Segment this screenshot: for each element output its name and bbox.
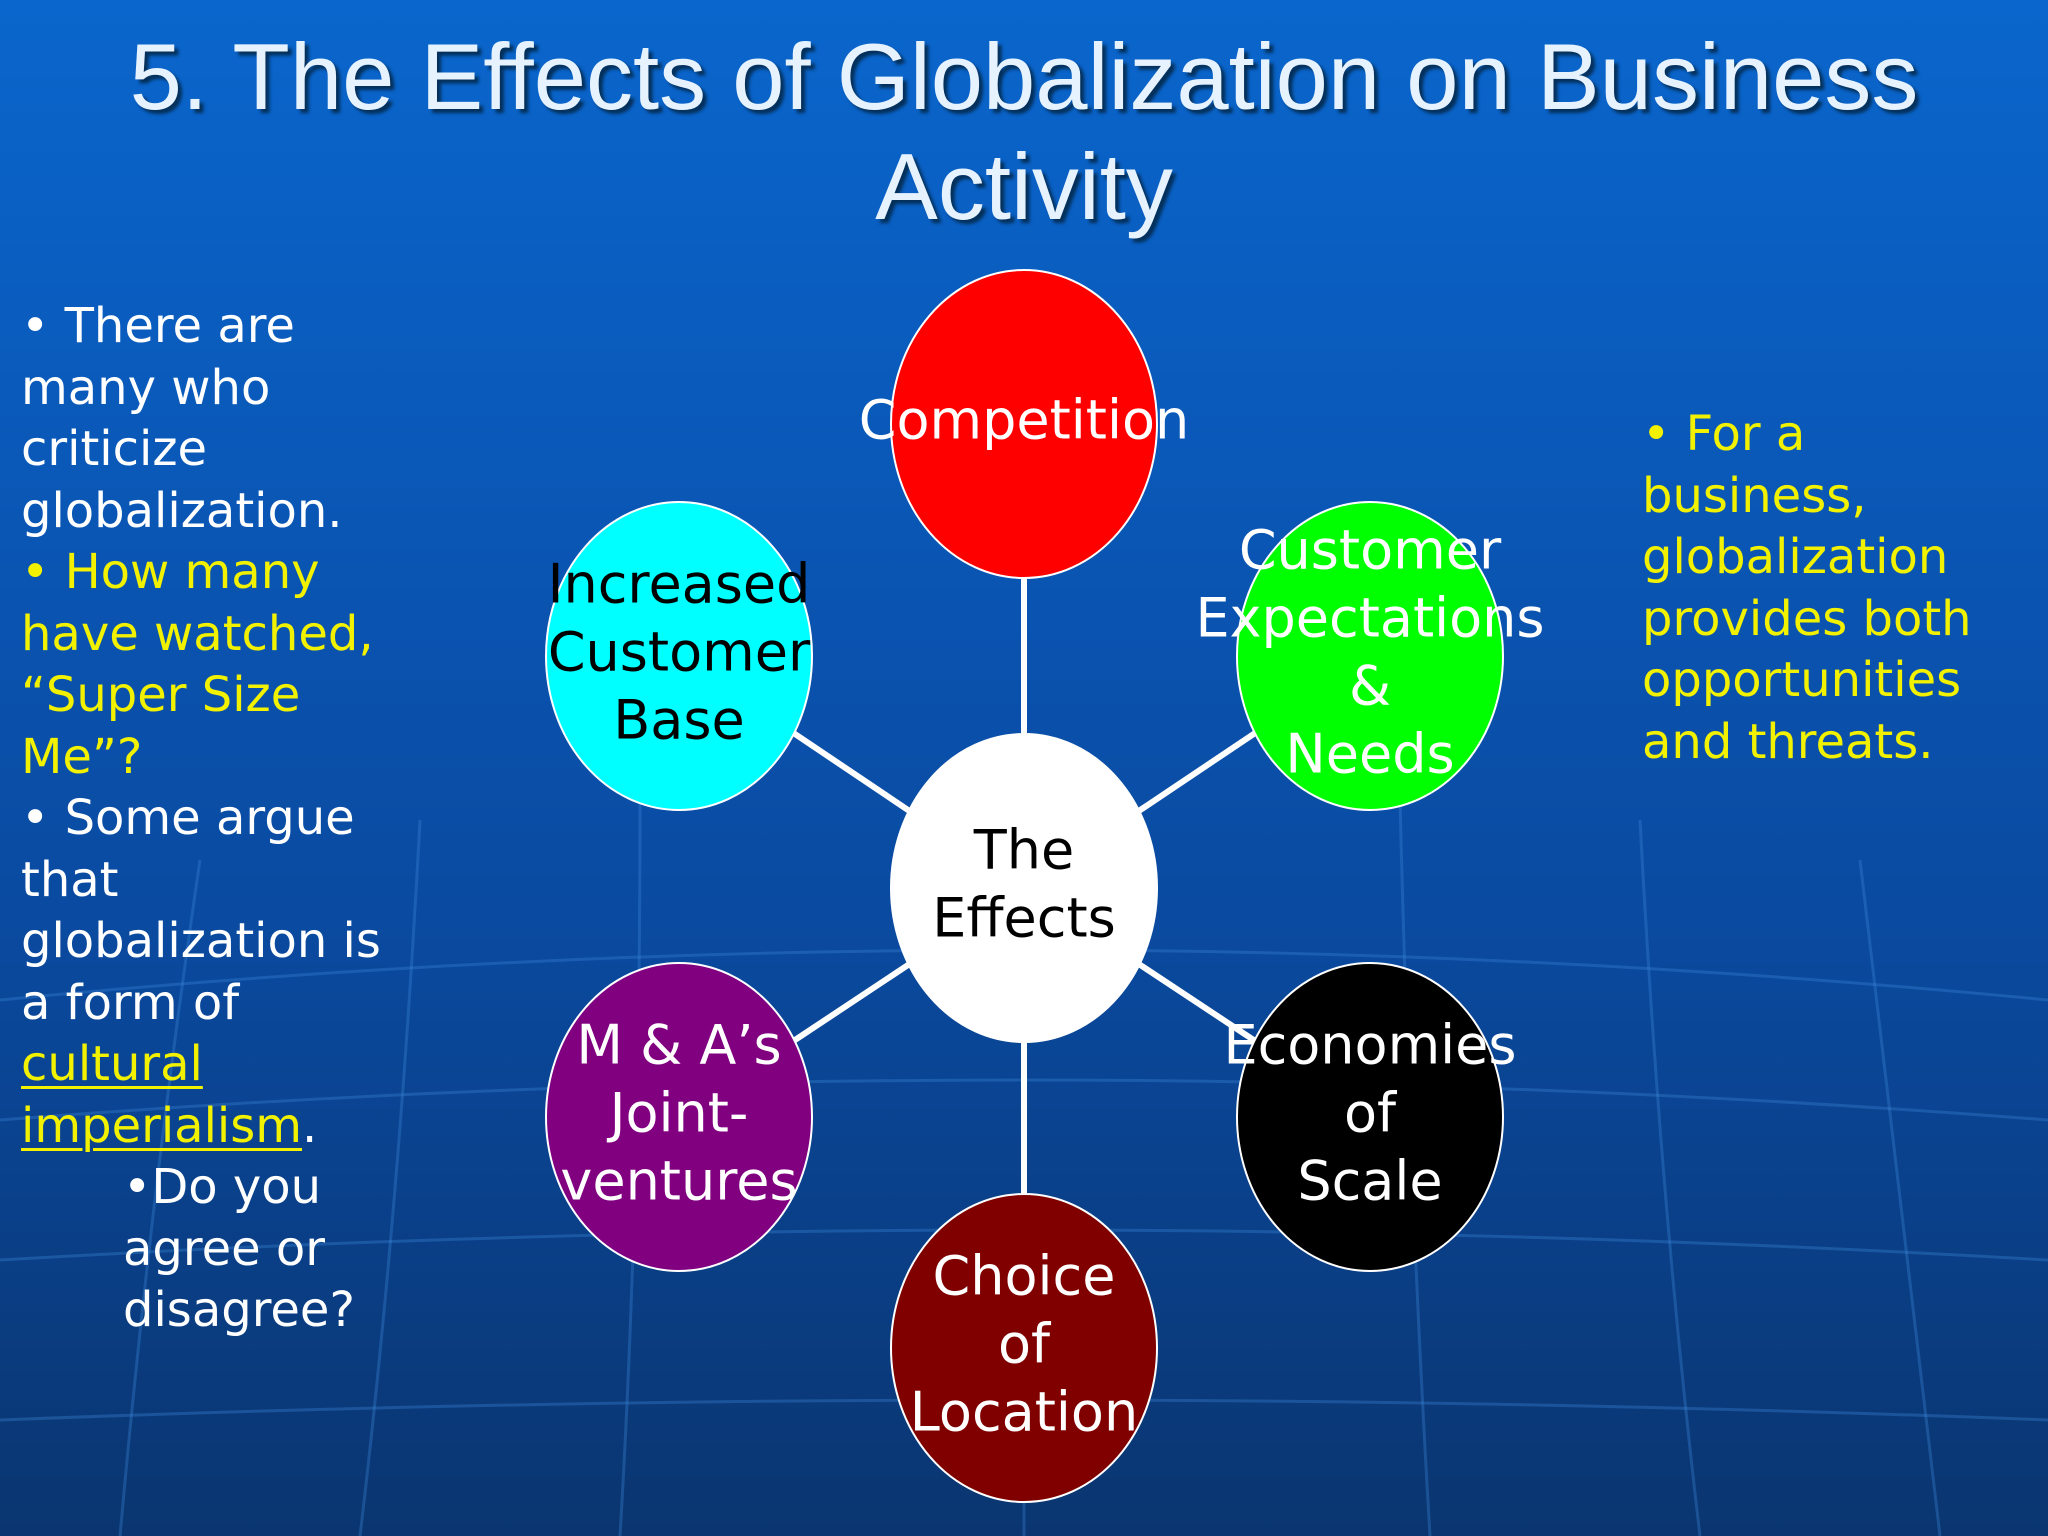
- node-customer-expectations-label-line-2: Expectations: [1195, 587, 1544, 650]
- bullet-1-line-3: criticize: [21, 421, 208, 477]
- node-center-the-effects-label-line-1: The: [973, 819, 1074, 882]
- node-center-the-effects-ellipse: [890, 733, 1158, 1043]
- bullet-3-line-4: a form of: [21, 974, 240, 1031]
- period: .: [302, 1097, 318, 1154]
- node-economies-of-scale-label-line-2: of: [1344, 1082, 1398, 1145]
- bullet-2-line-2: have watched,: [21, 605, 374, 662]
- right-line-5: opportunities: [1642, 652, 1962, 708]
- bullet-2-line-3: “Super Size: [21, 667, 301, 723]
- node-center-the-effects-label-line-2: Effects: [932, 887, 1116, 950]
- node-ma-joint-ventures-label-line-3: ventures: [560, 1150, 797, 1213]
- question-line-1: •Do you: [123, 1159, 322, 1215]
- right-line-3: globalization: [1642, 529, 1949, 585]
- bullet-1-line-1: • There are: [21, 298, 295, 354]
- right-line-6: and threats.: [1642, 713, 1934, 770]
- slide-title: 5. The Effects of Globalization on Busin…: [0, 22, 2048, 242]
- cultural-imperialism-link-part-1[interactable]: cultural: [21, 1036, 203, 1092]
- cultural-imperialism-link-part-2[interactable]: imperialism: [21, 1097, 303, 1154]
- bullet-3-line-1: • Some argue: [21, 790, 355, 846]
- right-line-1: • For a: [1642, 406, 1806, 462]
- right-line-2: business,: [1642, 467, 1867, 524]
- node-choice-of-location-label-line-3: Location: [910, 1381, 1138, 1444]
- right-line-4: provides both: [1642, 590, 1972, 647]
- node-ma-joint-ventures-ellipse: [545, 962, 813, 1272]
- node-competition: Competition: [859, 269, 1189, 579]
- node-increased-customer-base-label-line-1: Increased: [548, 553, 811, 616]
- node-customer-expectations-label-line-1: Customer: [1239, 519, 1502, 582]
- bullet-1-line-4: globalization.: [21, 482, 343, 539]
- node-increased-customer-base-label-line-3: Base: [613, 689, 745, 752]
- node-customer-expectations-label-line-3: &: [1349, 655, 1391, 718]
- slide-title-line-1: 5. The Effects of Globalization on Busin…: [129, 24, 1919, 129]
- node-choice-of-location-label-line-2: of: [998, 1313, 1052, 1376]
- bullet-3-line-3: globalization is: [21, 913, 381, 969]
- node-increased-customer-base-label-line-2: Customer: [548, 621, 811, 684]
- node-choice-of-location-label-line-1: Choice: [933, 1245, 1116, 1308]
- right-bullet-text: • For a business, globalization provides…: [1642, 404, 2042, 773]
- bullet-2-line-4: Me”?: [21, 728, 143, 785]
- node-economies-of-scale-ellipse: [1236, 962, 1504, 1272]
- node-choice-of-location-ellipse: [890, 1193, 1158, 1503]
- node-competition-label-line-1: Competition: [859, 389, 1189, 452]
- node-economies-of-scale-label-line-3: Scale: [1297, 1150, 1442, 1213]
- node-ma-joint-ventures-label-line-2: Joint-: [607, 1082, 749, 1145]
- bullet-3-line-2: that: [21, 851, 119, 908]
- slide-title-line-2: Activity: [875, 134, 1173, 239]
- bullet-2-line-1: • How many: [21, 544, 320, 600]
- left-bullet-text: • There are many who criticize globaliza…: [21, 296, 441, 1342]
- node-competition-ellipse: [890, 269, 1158, 579]
- question-line-3: disagree?: [123, 1282, 355, 1338]
- question-line-2: agree or: [123, 1220, 325, 1277]
- bullet-1-line-2: many who: [21, 359, 271, 416]
- node-customer-expectations-label-line-4: Needs: [1285, 723, 1454, 786]
- node-customer-expectations-ellipse: [1236, 501, 1504, 811]
- node-ma-joint-ventures-label-line-1: M & A’s: [576, 1014, 781, 1077]
- node-economies-of-scale-label-line-1: Economies: [1223, 1014, 1516, 1077]
- node-increased-customer-base-ellipse: [545, 501, 813, 811]
